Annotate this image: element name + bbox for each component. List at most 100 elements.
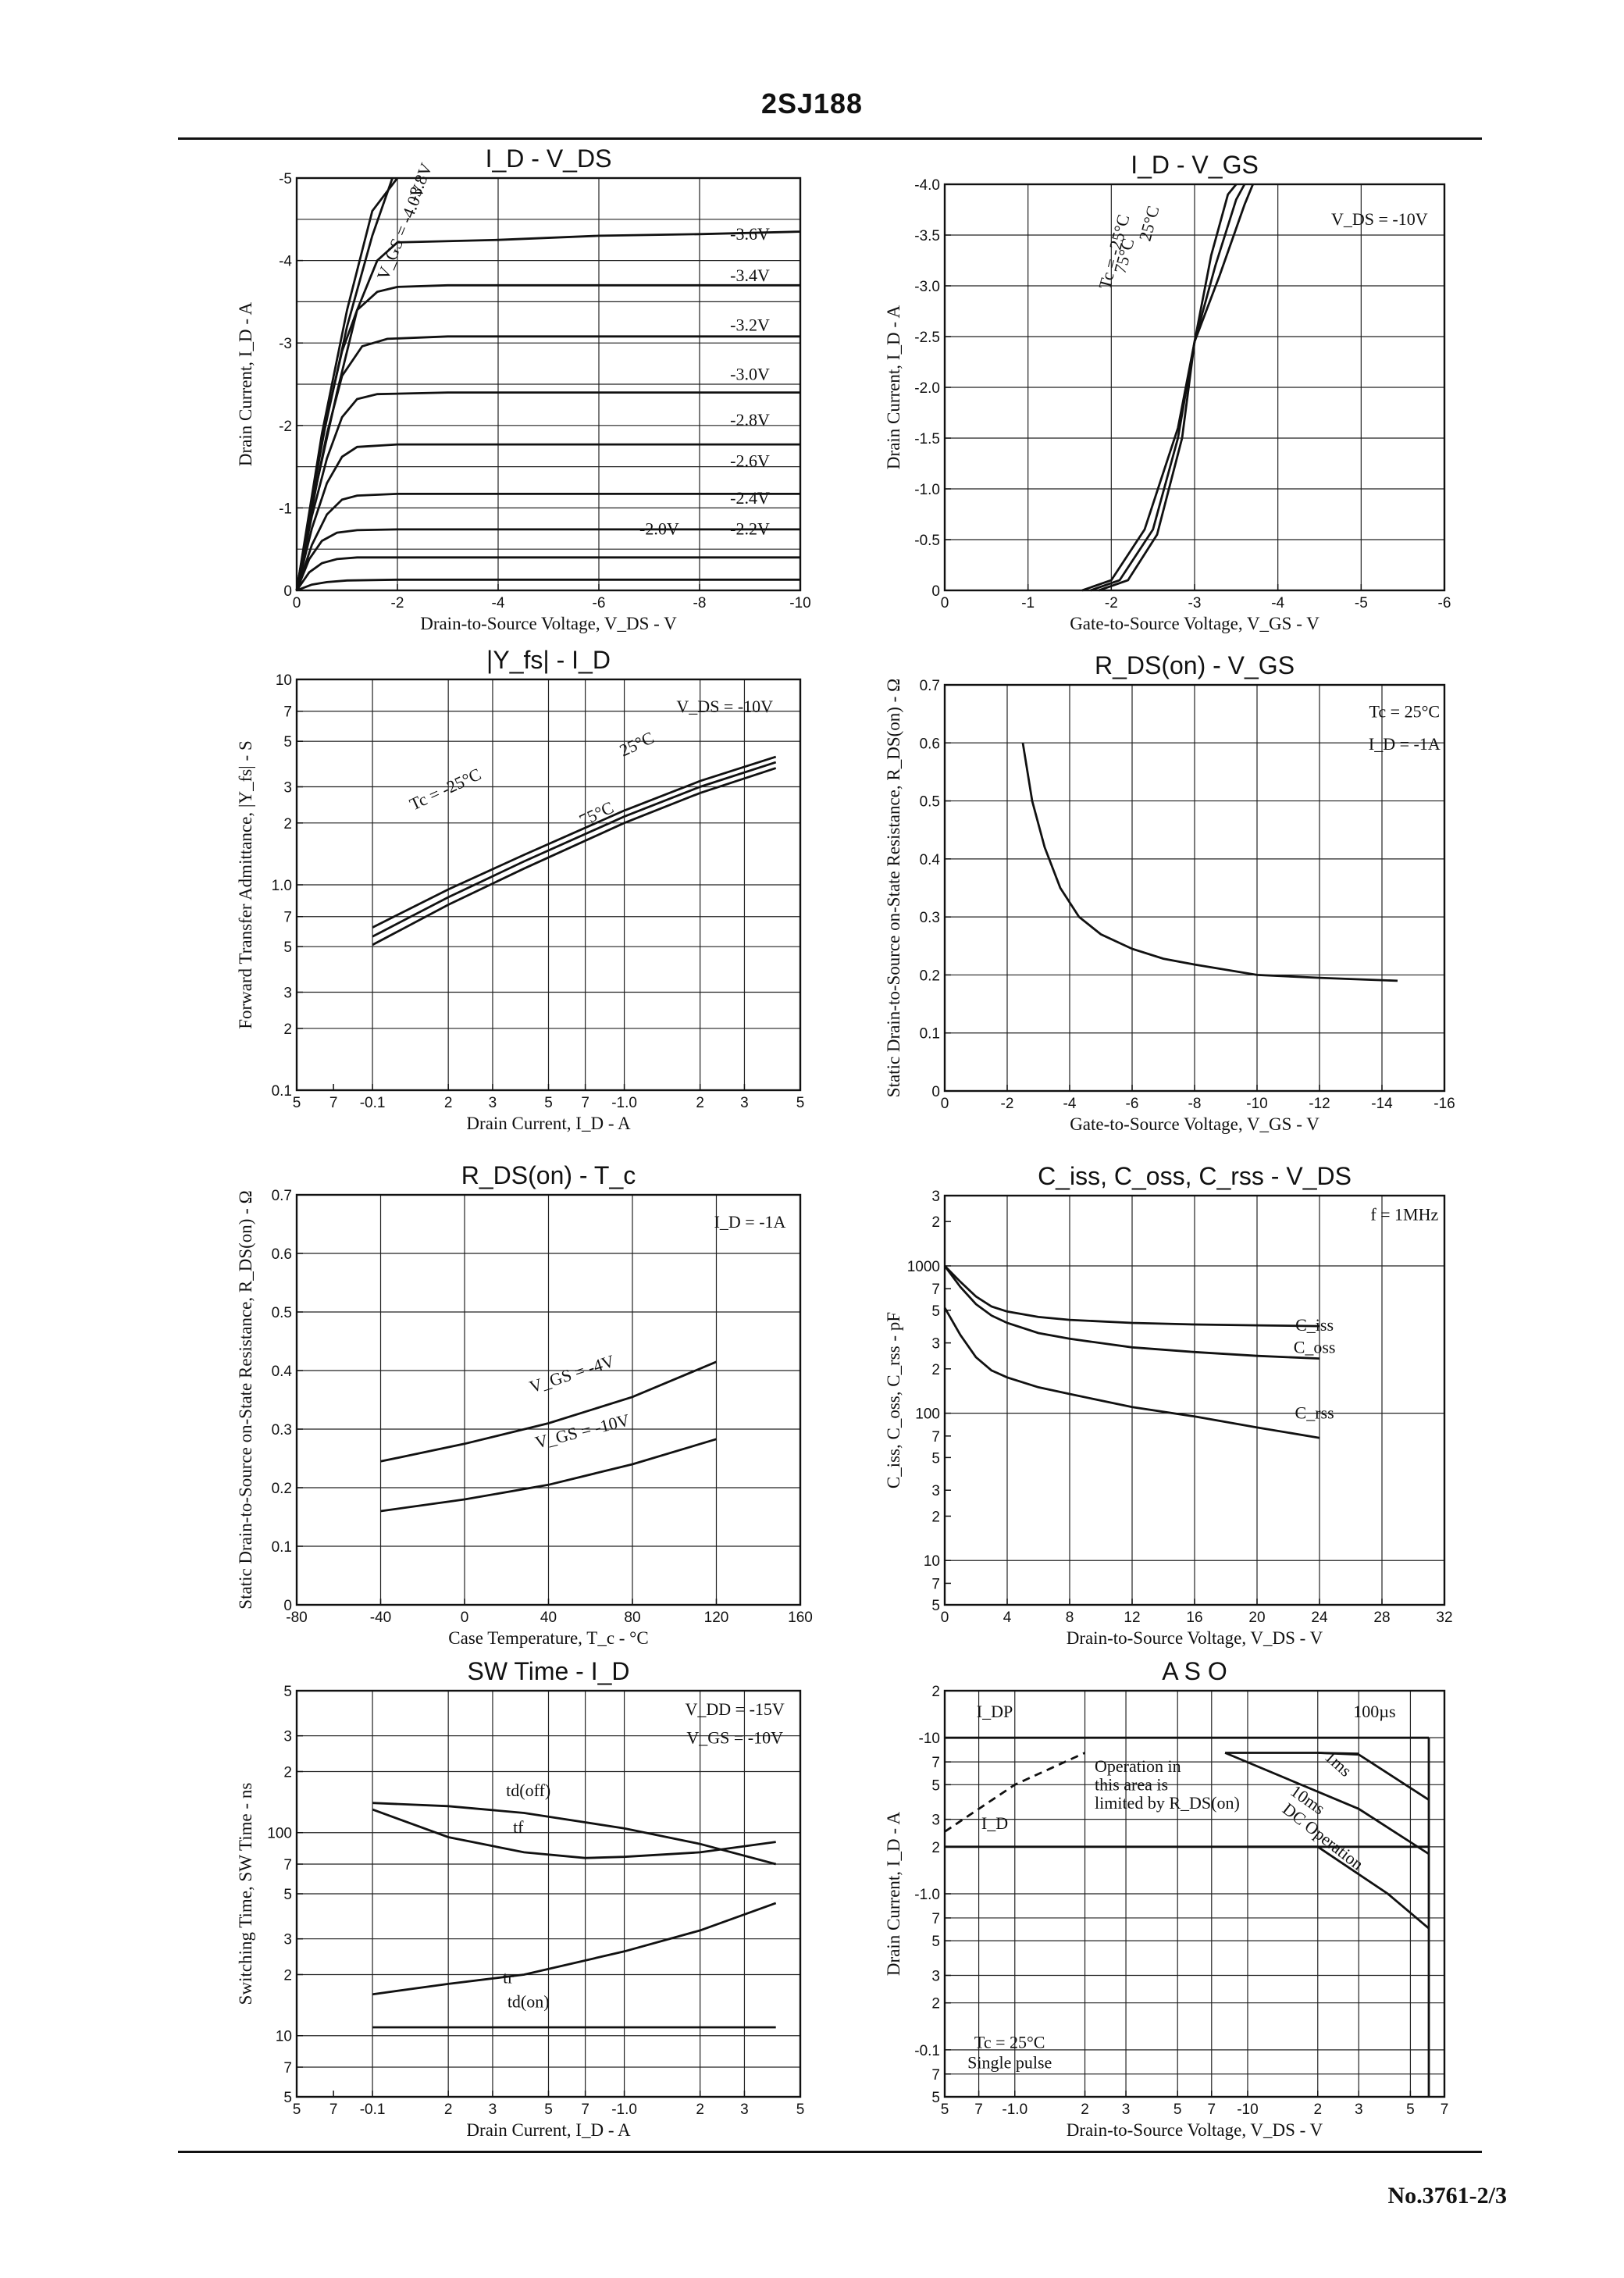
y-tick-label: 3: [283, 1932, 292, 1948]
x-tick-label: 7: [581, 1095, 589, 1111]
annotation-label: -3.4V: [730, 266, 770, 285]
annotation-label: Single pulse: [967, 2053, 1052, 2073]
x-tick-label: -14: [1371, 1096, 1393, 1112]
x-tick-label: 3: [740, 1095, 749, 1111]
y-tick-label: 100: [915, 1406, 940, 1423]
y-tick-label: 0.4: [920, 852, 941, 868]
y-tick-label: 5: [283, 2090, 292, 2106]
x-tick-label: -6: [593, 595, 606, 611]
x-tick-label: 80: [624, 1610, 640, 1626]
x-tick-label: -12: [1309, 1096, 1330, 1112]
y-tick-label: -1: [279, 501, 292, 517]
x-tick-label: 0: [941, 595, 949, 611]
x-tick-label: -2: [391, 595, 404, 611]
annotation-label: Tc = 25°C: [974, 2033, 1045, 2052]
x-axis-label: Drain-to-Source Voltage, V_DS - V: [420, 614, 677, 633]
x-tick-label: 3: [1355, 2102, 1363, 2118]
y-tick-label: 5: [931, 2090, 940, 2106]
x-tick-label: 0: [941, 1096, 949, 1112]
y-tick-label: 2: [931, 1214, 940, 1231]
y-tick-label: 3: [931, 1189, 940, 1205]
y-tick-label: -4.0: [914, 177, 940, 194]
y-axis-label: Forward Transfer Admittance, |Y_fs| - S: [236, 740, 255, 1029]
x-tick-label: 0: [293, 595, 301, 611]
annotation-label: -2.6V: [730, 451, 770, 471]
x-tick-label: 3: [740, 2102, 749, 2118]
y-tick-label: 0.5: [272, 1305, 292, 1321]
x-tick-label: 120: [704, 1610, 729, 1626]
y-tick-label: 7: [931, 1576, 940, 1592]
y-tick-label: 10: [276, 2029, 292, 2045]
y-tick-label: 2: [931, 1996, 940, 2012]
x-tick-label: 7: [329, 2102, 338, 2118]
y-tick-label: 0.2: [920, 968, 940, 984]
y-tick-label: -1.0: [914, 1887, 940, 1903]
x-axis-label: Drain Current, I_D - A: [466, 2120, 631, 2140]
x-tick-label: 7: [974, 2102, 983, 2118]
series-line: [296, 578, 800, 592]
x-tick-label: 2: [1313, 2102, 1322, 2118]
annotation-label: td(on): [508, 1992, 550, 2012]
x-tick-label: 5: [1406, 2102, 1415, 2118]
x-tick-label: -80: [286, 1610, 307, 1626]
y-tick-label: 0.6: [920, 736, 940, 752]
y-tick-label: 3: [283, 780, 292, 797]
grid: [297, 1195, 800, 1605]
x-axis-label: Gate-to-Source Voltage, V_GS - V: [1070, 614, 1320, 633]
series-line: [295, 493, 800, 591]
y-axis-label: C_iss, C_oss, C_rss - pF: [884, 1312, 903, 1488]
x-tick-label: 5: [544, 2102, 553, 2118]
x-tick-label: 24: [1311, 1610, 1328, 1626]
x-tick-label: -2: [1001, 1096, 1014, 1112]
x-tick-label: -10: [1246, 1096, 1267, 1112]
x-tick-label: -5: [1355, 595, 1368, 611]
y-tick-label: 5: [931, 1450, 940, 1467]
series-line: [1098, 184, 1254, 592]
annotation-label: V_GS = -10V: [686, 1728, 783, 1748]
series-line: [943, 1265, 1320, 1360]
x-tick-label: 7: [1441, 2102, 1449, 2118]
annotation-label: V_DD = -15V: [686, 1699, 785, 1719]
y-tick-label: 7: [931, 1755, 940, 1771]
y-tick-label: 7: [931, 2067, 940, 2084]
y-tick-label: 0.6: [272, 1246, 292, 1263]
y-tick-label: 3: [283, 1729, 292, 1745]
series-line: [295, 335, 800, 591]
series-line: [295, 391, 800, 591]
x-axis-label: Drain-to-Source Voltage, V_DS - V: [1067, 2120, 1323, 2140]
annotation-label: 1ms: [1321, 1747, 1355, 1781]
y-tick-label: 3: [931, 1336, 940, 1353]
x-tick-label: -8: [1188, 1096, 1202, 1112]
y-tick-label: -1.0: [914, 482, 940, 498]
x-tick-label: -6: [1126, 1096, 1139, 1112]
y-tick-label: 3: [931, 1813, 940, 1829]
y-tick-label: 2: [931, 1840, 940, 1856]
y-tick-label: -0.1: [914, 2043, 940, 2059]
series-line: [372, 1802, 777, 1866]
y-tick-label: 0: [931, 583, 940, 600]
x-tick-label: 5: [941, 2102, 949, 2118]
page-title: 2SJ188: [760, 87, 864, 119]
chart-title: |Y_fs| - I_D: [486, 646, 611, 674]
y-tick-label: 5: [931, 1777, 940, 1794]
x-axis-label: Drain-to-Source Voltage, V_DS - V: [1067, 1628, 1323, 1648]
annotation-label: -3.0V: [730, 365, 770, 384]
x-tick-label: -4: [1063, 1096, 1077, 1112]
y-axis-label: Drain Current, I_D - A: [884, 1812, 903, 1977]
grid: [945, 1196, 1444, 1605]
x-tick-label: 5: [293, 1095, 301, 1111]
x-tick-label: 32: [1436, 1610, 1452, 1626]
annotation-label: -2.0V: [639, 519, 679, 539]
x-tick-label: 5: [1173, 2102, 1182, 2118]
annotation-label: V_DS = -10V: [1331, 209, 1428, 229]
annotation-label: V_DS = -10V: [676, 697, 773, 716]
chart-title: C_iss, C_oss, C_rss - V_DS: [1038, 1162, 1352, 1190]
y-tick-label: 0.1: [272, 1083, 292, 1100]
y-tick-label: 7: [931, 1429, 940, 1446]
annotation-label: -2.8V: [730, 410, 770, 430]
